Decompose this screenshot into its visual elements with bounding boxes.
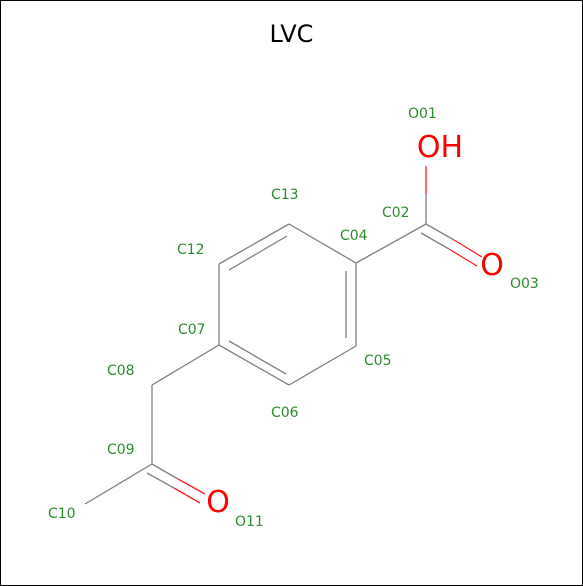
bond-c09-o11-grey [151,463,179,480]
bond-c06-c07-inner [228,340,287,375]
atom-label-c10: C10 [48,506,76,522]
bond-c04-c02 [355,223,427,264]
atom-label-o03: O03 [510,276,539,292]
bond-c09-o11-grey-2 [146,472,175,489]
atom-label-o01: O01 [408,106,437,122]
bond-c12-c13-inner [228,235,288,271]
atom-label-c12: C12 [177,242,205,258]
atom-label-c08: C08 [107,363,135,379]
bond-c13-c04 [288,223,357,264]
atom-label-c13: C13 [271,187,299,203]
bond-c02-o03-red [453,239,483,258]
bond-c12-c13 [218,223,290,265]
bond-c06-c07 [218,344,290,386]
bond-c02-o03-red-2 [448,248,478,267]
oxygen-oh-symbol: OH [417,130,463,165]
atom-label-c05: C05 [364,353,392,369]
atom-label-c04: C04 [340,228,368,244]
molecule-title: LVC [269,20,314,48]
bond-c09-o11-red [177,478,206,495]
atom-label-c02: C02 [382,205,410,221]
oxygen-o03-symbol: O [480,248,504,283]
atom-label-c07: C07 [178,322,206,338]
atom-label-c06: C06 [271,405,299,421]
bond-c05-c06 [288,345,357,386]
bond-c02-o03-grey-2 [420,232,450,250]
atom-label-o11: O11 [235,514,264,530]
bond-c07-c08 [151,344,220,386]
oxygen-o11-symbol: O [206,485,230,520]
bond-c02-o03-grey [425,223,455,241]
atom-label-c09: C09 [107,442,135,458]
bond-c09-o11-red-2 [173,487,201,504]
bond-c09-c10 [84,463,153,505]
